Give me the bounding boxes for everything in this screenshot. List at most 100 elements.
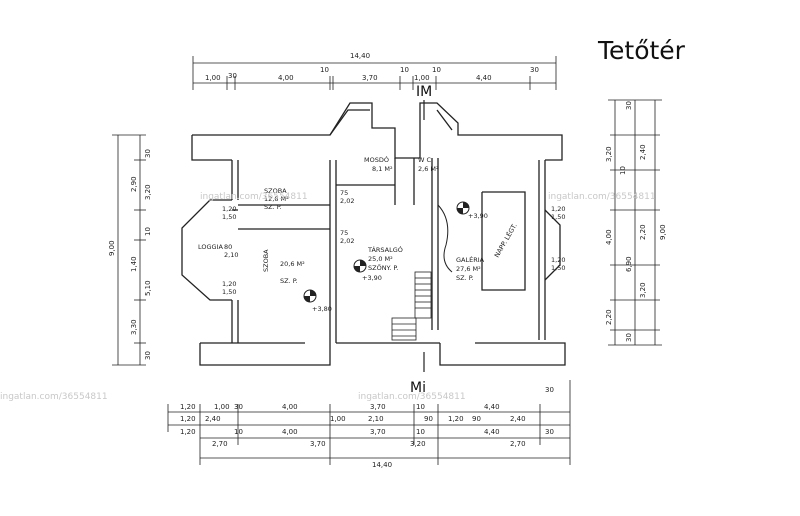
chimney-outline bbox=[437, 204, 453, 273]
level-marker-icon bbox=[456, 201, 470, 215]
left-dim: 3,30 bbox=[130, 319, 138, 335]
opening-dim: 75 bbox=[340, 229, 348, 237]
opening-dim: 1,50 bbox=[551, 213, 565, 221]
bottom-dim: 1,20 bbox=[180, 403, 196, 411]
top-total-dim: 14,40 bbox=[350, 52, 370, 60]
bottom-dim: 3,20 bbox=[410, 440, 426, 448]
top-dim: 30 bbox=[530, 66, 539, 74]
room-floor: SZ. P. bbox=[280, 277, 298, 285]
room-floor: SZ. P. bbox=[264, 203, 282, 211]
bottom-dim: 2,10 bbox=[368, 415, 384, 423]
right-dim: 30 bbox=[625, 333, 633, 342]
left-dim: 30 bbox=[144, 351, 152, 360]
bottom-dim: 2,40 bbox=[205, 415, 221, 423]
bottom-dim: 1,20 bbox=[180, 428, 196, 436]
bottom-dim: 30 bbox=[545, 386, 554, 394]
top-dimension-lines bbox=[192, 56, 557, 90]
building-walls bbox=[181, 102, 566, 366]
bottom-dim: 1,20 bbox=[180, 415, 196, 423]
room-area: 27,6 M² bbox=[456, 265, 481, 273]
right-dim: 4,00 bbox=[605, 229, 613, 245]
watermark: ingatlan.com/36554811 bbox=[548, 192, 656, 202]
level-marker-icon bbox=[353, 259, 367, 273]
right-dim: 2,40 bbox=[639, 144, 647, 160]
opening-dim: 1,20 bbox=[222, 205, 236, 213]
left-dim: 10 bbox=[144, 227, 152, 236]
bottom-dim: 10 bbox=[416, 428, 425, 436]
opening-dim: 1,20 bbox=[222, 280, 236, 288]
bottom-dim: 3,70 bbox=[370, 403, 386, 411]
room-area: 12,8 M² bbox=[264, 195, 289, 203]
level-label: +3,90 bbox=[468, 212, 488, 220]
level-label: +3,80 bbox=[312, 305, 332, 313]
bottom-dim: 4,40 bbox=[484, 428, 500, 436]
bottom-dim: 1,00 bbox=[214, 403, 230, 411]
bottom-dim: 4,00 bbox=[282, 428, 298, 436]
room-name: W C bbox=[418, 156, 431, 164]
level-marker-icon bbox=[303, 289, 317, 303]
left-dim: 2,90 bbox=[130, 176, 138, 192]
room-floor: SZŐNY. P. bbox=[368, 263, 398, 272]
bottom-dim: 10 bbox=[234, 428, 243, 436]
room-area: 25,0 M² bbox=[368, 255, 393, 263]
left-dim: 5,10 bbox=[144, 280, 152, 296]
bottom-dim: 1,20 bbox=[448, 415, 464, 423]
watermark: ingatlan.com/36554811 bbox=[358, 392, 466, 402]
room-name: MOSDÓ bbox=[364, 155, 389, 164]
opening-dim: 2,02 bbox=[340, 197, 354, 205]
bottom-dim: 90 bbox=[472, 415, 481, 423]
level-label: +3,90 bbox=[362, 274, 382, 282]
left-dim: 9,00 bbox=[108, 240, 116, 256]
right-dim: 30 bbox=[625, 101, 633, 110]
bottom-dim: 4,00 bbox=[282, 403, 298, 411]
opening-dim: 75 bbox=[340, 189, 348, 197]
bottom-dim: 30 bbox=[545, 428, 554, 436]
top-dim: 30 bbox=[228, 72, 237, 80]
right-dimension-lines bbox=[608, 99, 662, 346]
top-dim: 4,00 bbox=[278, 74, 294, 82]
opening-dim: 1,20 bbox=[551, 256, 565, 264]
right-dim: 10 bbox=[619, 166, 627, 175]
room-name: TÁRSALGÓ bbox=[367, 245, 403, 254]
opening-dim: 80 bbox=[224, 243, 232, 251]
right-dim: 2,20 bbox=[605, 309, 613, 325]
room-name: SZOBA bbox=[262, 249, 270, 272]
room-name: NAPP. LÉGT. bbox=[492, 222, 519, 259]
bottom-dim: 10 bbox=[416, 403, 425, 411]
room-floor: SZ. P. bbox=[456, 274, 474, 282]
right-dim: 6,90 bbox=[625, 256, 633, 272]
left-dimension-lines bbox=[112, 134, 146, 366]
top-dim: 10 bbox=[400, 66, 409, 74]
level-markers bbox=[303, 201, 470, 303]
page-title: Tetőtér bbox=[598, 36, 685, 65]
opening-dim: 2,02 bbox=[340, 237, 354, 245]
bottom-dim: 2,40 bbox=[510, 415, 526, 423]
room-name: SZOBA bbox=[264, 187, 287, 195]
opening-dim: 1,50 bbox=[551, 264, 565, 272]
top-dim: 1,00 bbox=[414, 74, 430, 82]
opening-dim: 2,10 bbox=[224, 251, 238, 259]
section-mark-top: IM bbox=[416, 84, 432, 100]
staircase bbox=[391, 271, 432, 341]
top-dim: 10 bbox=[432, 66, 441, 74]
opening-dim: 1,50 bbox=[222, 288, 236, 296]
bottom-dim: 90 bbox=[424, 415, 433, 423]
bottom-dim: 3,70 bbox=[370, 428, 386, 436]
room-area: 8,1 M² bbox=[372, 165, 393, 173]
section-mark-bottom: Mi bbox=[410, 380, 426, 396]
opening-dim: 1,50 bbox=[222, 213, 236, 221]
top-dim: 4,40 bbox=[476, 74, 492, 82]
top-dim: 1,00 bbox=[205, 74, 221, 82]
bottom-dim: 2,70 bbox=[212, 440, 228, 448]
right-dim: 3,20 bbox=[639, 282, 647, 298]
right-dim: 9,00 bbox=[659, 224, 667, 240]
room-area: 2,6 M² bbox=[418, 165, 439, 173]
room-name: GALÉRIA bbox=[456, 255, 485, 264]
bottom-dimension-lines bbox=[167, 380, 571, 465]
bottom-dim: 3,70 bbox=[310, 440, 326, 448]
top-dim: 3,70 bbox=[362, 74, 378, 82]
top-dim: 10 bbox=[320, 66, 329, 74]
bottom-dim: 30 bbox=[234, 403, 243, 411]
room-name: LOGGIA bbox=[198, 243, 223, 251]
